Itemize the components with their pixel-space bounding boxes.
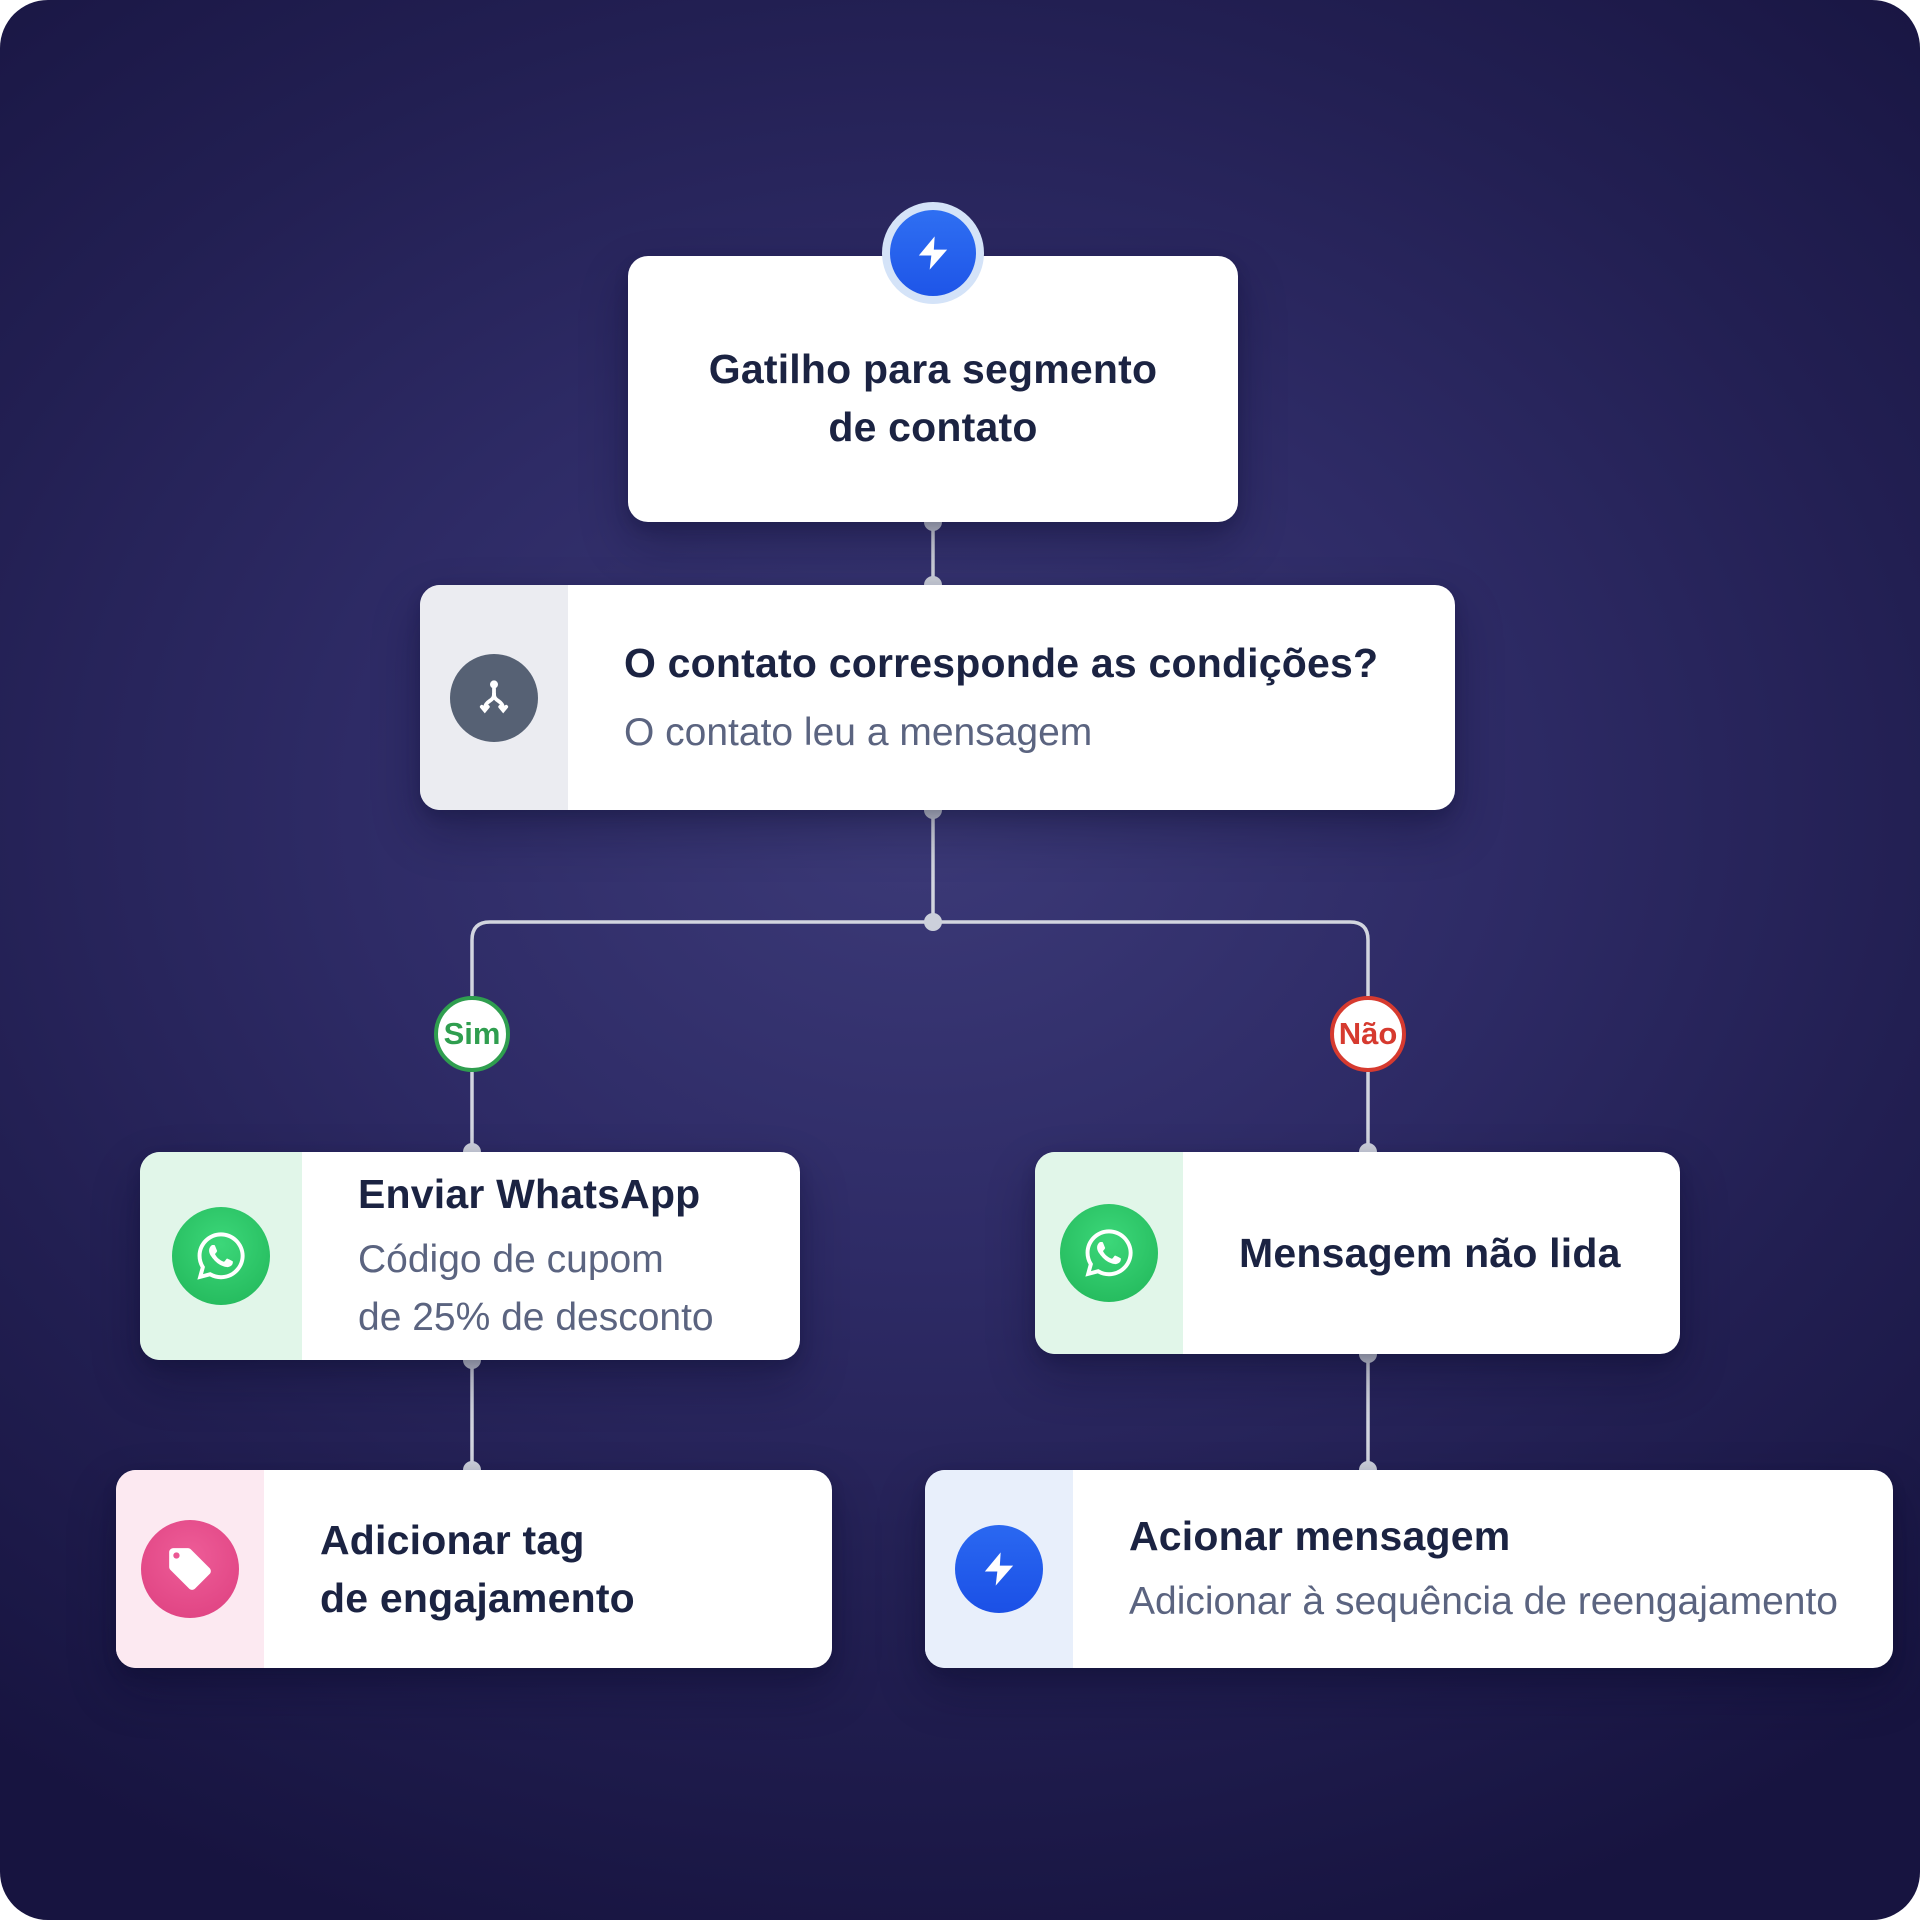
node-trigger-message[interactable]: Acionar mensagem Adicionar à sequência d… [925,1470,1893,1668]
trigger-message-subtitle: Adicionar à sequência de reengajamento [1129,1580,1838,1623]
branch-icon [450,653,538,742]
send-whatsapp-subtitle-line1: Código de cupom [358,1238,664,1281]
trigger-node-text: Gatilho para segmento de contato [628,256,1238,522]
condition-node-text: O contato corresponde as condições? O co… [568,585,1455,810]
node-condition[interactable]: O contato corresponde as condições? O co… [420,585,1455,810]
unread-message-title: Mensagem não lida [1239,1230,1621,1276]
add-tag-text: Adicionar tag de engajamento [264,1470,832,1668]
send-whatsapp-text: Enviar WhatsApp Código de cupom de 25% d… [302,1152,800,1360]
tag-icon [141,1520,239,1618]
add-tag-title-line1: Adicionar tag [320,1517,585,1563]
lightning-icon [882,202,984,304]
unread-message-text: Mensagem não lida [1183,1152,1680,1354]
send-whatsapp-title: Enviar WhatsApp [358,1171,701,1217]
branch-no-badge[interactable]: Não [1330,996,1406,1072]
condition-subtitle: O contato leu a mensagem [624,710,1093,754]
lightning-icon [955,1525,1043,1613]
send-whatsapp-subtitle-line2: de 25% de desconto [358,1296,714,1339]
condition-title: O contato corresponde as condições? [624,639,1379,686]
whatsapp-icon-rail [140,1152,302,1360]
lightning-icon-rail [925,1470,1073,1668]
trigger-title-line1: Gatilho para segmento [708,346,1158,392]
node-send-whatsapp[interactable]: Enviar WhatsApp Código de cupom de 25% d… [140,1152,800,1360]
branch-yes-label: Sim [443,1016,501,1051]
whatsapp-icon [1060,1204,1158,1302]
node-add-tag[interactable]: Adicionar tag de engajamento [116,1470,832,1668]
node-unread-message[interactable]: Mensagem não lida [1035,1152,1680,1354]
tag-icon-rail [116,1470,264,1668]
add-tag-title-line2: de engajamento [320,1575,635,1621]
trigger-title-line2: de contato [828,404,1038,450]
trigger-message-text: Acionar mensagem Adicionar à sequência d… [1073,1470,1893,1668]
trigger-message-title: Acionar mensagem [1129,1513,1511,1559]
condition-icon-rail [420,585,568,810]
whatsapp-icon-rail [1035,1152,1183,1354]
branch-no-label: Não [1338,1016,1398,1051]
whatsapp-icon [172,1207,270,1305]
branch-yes-badge[interactable]: Sim [434,996,510,1072]
